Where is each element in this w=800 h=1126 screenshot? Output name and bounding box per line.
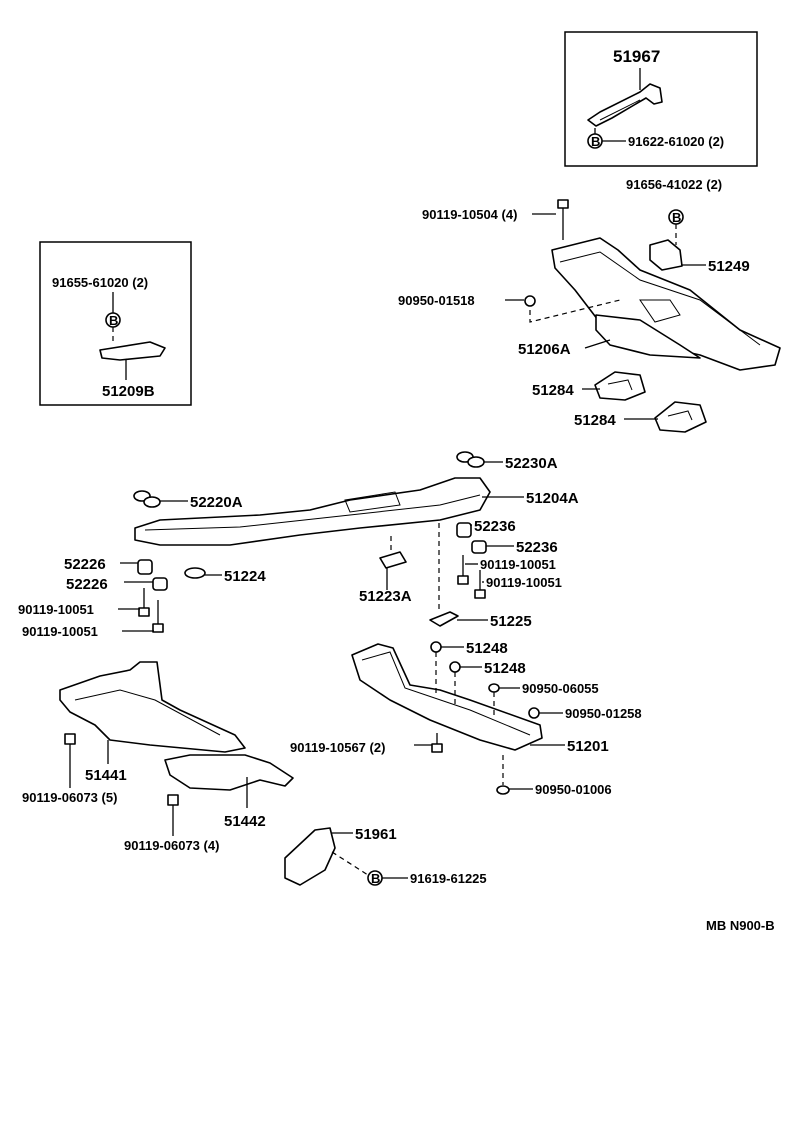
label-52230A: 52230A (505, 455, 558, 472)
label-51224: 51224 (224, 568, 266, 585)
label-90119-10504: 90119-10504 (4) (422, 207, 517, 222)
label-51284-lower: 51284 (574, 412, 616, 429)
label-51206A: 51206A (518, 341, 571, 358)
label-91622-61020: 91622-61020 (2) (628, 134, 724, 149)
label-51201: 51201 (567, 738, 609, 755)
bolt-marker-icon: B (668, 209, 684, 225)
part-51224-cushion (184, 567, 206, 579)
label-90119-10051-r2: 90119-10051 (486, 575, 562, 590)
bolt-90119-06073-a-icon (64, 733, 76, 788)
bolt-90119-10567-icon (431, 733, 443, 753)
label-51248-lower: 51248 (484, 660, 526, 677)
bolts-90119-10051-right-icon (457, 555, 486, 599)
label-90119-10567: 90119-10567 (2) (290, 740, 385, 755)
part-52236-lower (471, 540, 487, 554)
svg-text:B: B (109, 313, 118, 328)
part-51442-cover (164, 754, 294, 791)
nut-51248-upper (430, 641, 442, 653)
label-90119-10051-l1: 90119-10051 (18, 602, 94, 617)
label-90119-10051-l2: 90119-10051 (22, 624, 98, 639)
svg-text:B: B (672, 210, 681, 225)
part-51961-bracket (284, 827, 336, 886)
part-51204A-crossmember (134, 477, 491, 546)
bolt-marker-icon: B (105, 312, 121, 328)
part-52236-upper (456, 522, 472, 538)
label-52236-upper: 52236 (474, 518, 516, 535)
leader-lines (118, 213, 706, 879)
part-51209B-bracket (99, 341, 166, 361)
nut-90950-06055 (488, 683, 500, 693)
nut-90950-01258 (528, 707, 540, 719)
nut-90950-01006 (496, 785, 510, 795)
part-51206A-crossmember (551, 237, 781, 371)
label-90119-06073-4: 90119-06073 (4) (124, 838, 219, 853)
part-51223A-mount (379, 551, 407, 569)
label-51209B: 51209B (102, 383, 155, 400)
label-90950-06055: 90950-06055 (522, 681, 599, 696)
label-52226-lower: 52226 (66, 576, 108, 593)
nut-51248-lower (449, 661, 461, 673)
bolts-90119-10051-left-icon (138, 588, 164, 633)
label-51248-upper: 51248 (466, 640, 508, 657)
part-52226-lower (152, 577, 168, 591)
bolt-marker-icon: B (367, 870, 383, 886)
part-51967-bracket (587, 83, 663, 127)
part-51441-cover (59, 661, 246, 753)
label-90950-01006: 90950-01006 (535, 782, 612, 797)
label-90950-01258: 90950-01258 (565, 706, 642, 721)
label-51442: 51442 (224, 813, 266, 830)
label-51441: 51441 (85, 767, 127, 784)
label-51967: 51967 (613, 47, 660, 66)
inset-box-51967 (564, 31, 758, 167)
nut-90950-01518-icon (524, 295, 536, 307)
inset-box-51209B (39, 241, 192, 406)
svg-text:B: B (371, 871, 380, 886)
label-91655-61020: 91655-61020 (2) (52, 275, 148, 290)
bolt-90119-10504-icon (557, 199, 569, 240)
part-52226-upper (137, 559, 153, 575)
part-51201-crossmember (351, 643, 543, 751)
label-90119-06073-5: 90119-06073 (5) (22, 790, 117, 805)
label-90950-01518: 90950-01518 (398, 293, 475, 308)
label-52226-upper: 52226 (64, 556, 106, 573)
part-51249-mount (649, 239, 683, 271)
label-51249: 51249 (708, 258, 750, 275)
part-52220A-cushion (133, 490, 161, 508)
part-51225-stopper (429, 611, 459, 627)
part-51284-insulator-upper (594, 371, 646, 401)
label-51961: 51961 (355, 826, 397, 843)
label-52236-lower: 52236 (516, 539, 558, 556)
svg-text:B: B (591, 134, 600, 149)
part-52230A-cushion (456, 451, 485, 468)
label-52220A: 52220A (190, 494, 243, 511)
callout-labels: 51967 91622-61020 (2) 91656-41022 (2) 90… (18, 47, 775, 933)
bolt-marker-icon: B (587, 133, 603, 149)
label-51223A: 51223A (359, 588, 412, 605)
diagram-code: MB N900-B (706, 918, 775, 933)
bolt-90119-06073-b-icon (167, 794, 179, 836)
label-91619-61225: 91619-61225 (410, 871, 487, 886)
label-90119-10051-r1: 90119-10051 (480, 557, 556, 572)
label-51225: 51225 (490, 613, 532, 630)
label-51284-upper: 51284 (532, 382, 574, 399)
part-51284-insulator-lower (654, 401, 707, 433)
label-51204A: 51204A (526, 490, 579, 507)
label-91656-41022: 91656-41022 (2) (626, 177, 722, 192)
